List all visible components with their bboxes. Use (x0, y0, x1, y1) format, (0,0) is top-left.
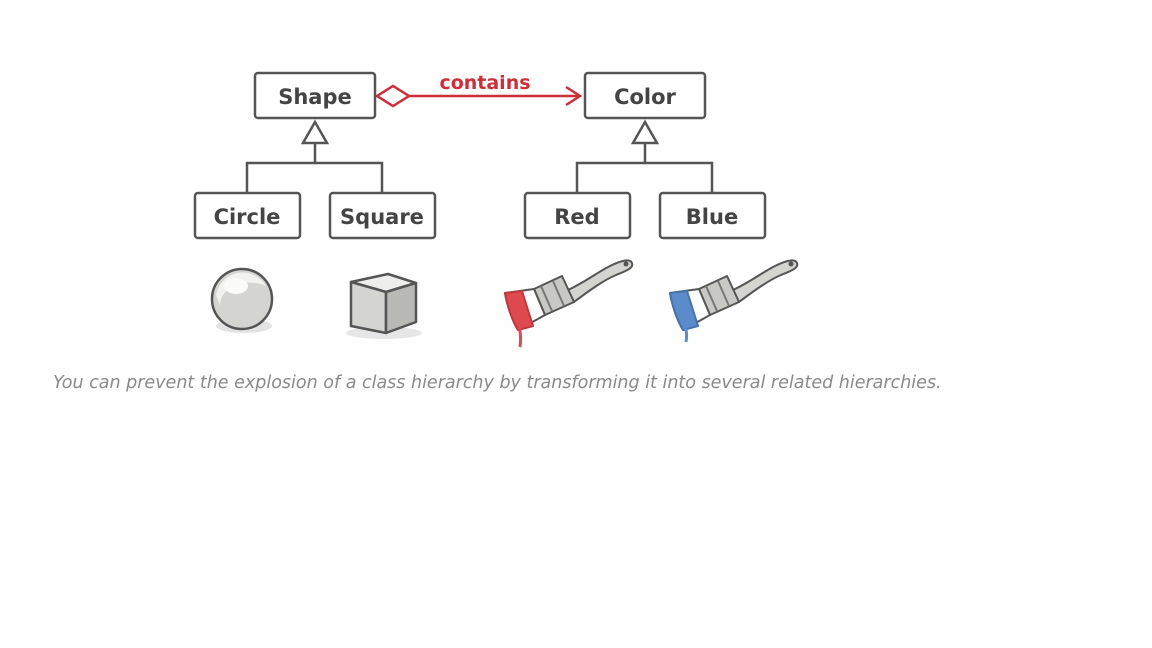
square-box: Square (328, 191, 437, 240)
diagram-caption: You can prevent the explosion of a class… (53, 373, 942, 393)
shape-box: Shape (253, 71, 377, 120)
red-paintbrush-icon (504, 259, 634, 348)
blue-box: Blue (658, 191, 767, 240)
contains-aggregation-arrow (374, 84, 583, 108)
blue-label: Blue (686, 205, 738, 229)
color-box: Color (583, 71, 707, 120)
bridge-pattern-diagram: contains Shape Color Circle Square Red B… (193, 71, 799, 348)
arrow-head (565, 85, 583, 107)
aggregation-diamond (374, 84, 412, 108)
red-label: Red (554, 205, 599, 229)
circle-box: Circle (193, 191, 302, 240)
blue-paintbrush-icon (669, 259, 799, 343)
contains-label: contains (439, 72, 530, 94)
circle-label: Circle (214, 205, 281, 229)
color-inheritance-connector (575, 119, 714, 193)
red-box: Red (523, 191, 632, 240)
sphere-icon (210, 267, 274, 333)
shape-inheritance-connector (245, 119, 384, 193)
square-label: Square (340, 205, 424, 229)
color-label: Color (614, 85, 676, 109)
cube-icon (346, 272, 422, 339)
shape-label: Shape (278, 85, 352, 109)
